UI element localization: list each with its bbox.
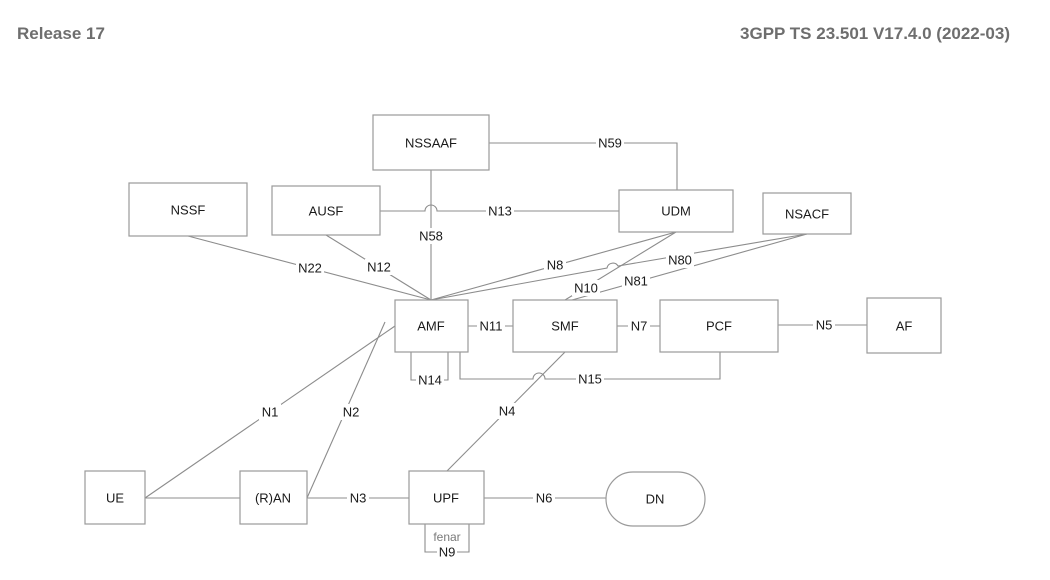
label-n80: N80 [668, 253, 692, 268]
upf-loop-note: fenar [433, 530, 460, 544]
nf-nsacf-label: NSACF [785, 207, 829, 222]
nf-dn-label: DN [646, 492, 665, 507]
label-n2: N2 [343, 405, 360, 420]
label-n4: N4 [499, 404, 516, 419]
label-n14: N14 [418, 373, 442, 388]
label-n58: N58 [419, 229, 443, 244]
label-n3: N3 [350, 491, 367, 506]
nf-nssaaf-label: NSSAAF [405, 136, 457, 151]
nf-ausf: AUSF [271, 185, 381, 236]
nf-smf: SMF [512, 299, 618, 353]
nf-ue-label: UE [106, 491, 124, 506]
interface-labels: N59 N13 N58 N22 N12 N8 N80 N81 N10 N11 N… [259, 135, 835, 560]
label-n1: N1 [262, 405, 279, 420]
nf-pcf-label: PCF [706, 319, 732, 334]
label-n7: N7 [631, 319, 648, 334]
link-n59 [489, 142, 678, 190]
link-n80 [430, 233, 808, 301]
label-n12: N12 [367, 260, 391, 275]
label-n9: N9 [439, 545, 456, 560]
nf-pcf: PCF [659, 299, 779, 353]
release-label: Release 17 [17, 24, 105, 43]
label-n10: N10 [574, 281, 598, 296]
nf-udm-label: UDM [661, 204, 691, 219]
nf-upf-label: UPF [433, 491, 459, 506]
nf-nssf: NSSF [128, 182, 248, 237]
label-n59: N59 [598, 136, 622, 151]
nf-ausf-label: AUSF [309, 204, 344, 219]
nf-ran: (R)AN [239, 470, 308, 525]
spec-version-label: 3GPP TS 23.501 V17.4.0 (2022-03) [740, 24, 1010, 43]
link-n15 [459, 352, 721, 380]
label-n8: N8 [547, 258, 564, 273]
label-n81: N81 [624, 274, 648, 289]
nf-nssf-label: NSSF [171, 203, 206, 218]
nf-dn: DN [605, 471, 706, 527]
nf-af-label: AF [896, 319, 913, 334]
nf-af: AF [866, 297, 942, 354]
nf-amf-label: AMF [417, 319, 445, 334]
label-n5: N5 [816, 318, 833, 333]
nf-ue: UE [84, 470, 146, 525]
nf-amf: AMF [394, 299, 469, 353]
label-n13: N13 [488, 204, 512, 219]
nf-nssaaf: NSSAAF [372, 114, 490, 171]
nf-udm: UDM [618, 189, 734, 233]
nf-upf: UPF [408, 470, 485, 525]
label-n22: N22 [298, 261, 322, 276]
label-n15: N15 [578, 372, 602, 387]
label-n11: N11 [480, 319, 503, 334]
label-n6: N6 [536, 491, 553, 506]
nf-nsacf: NSACF [762, 192, 852, 235]
nf-smf-label: SMF [551, 319, 579, 334]
nf-ran-label: (R)AN [255, 491, 291, 506]
